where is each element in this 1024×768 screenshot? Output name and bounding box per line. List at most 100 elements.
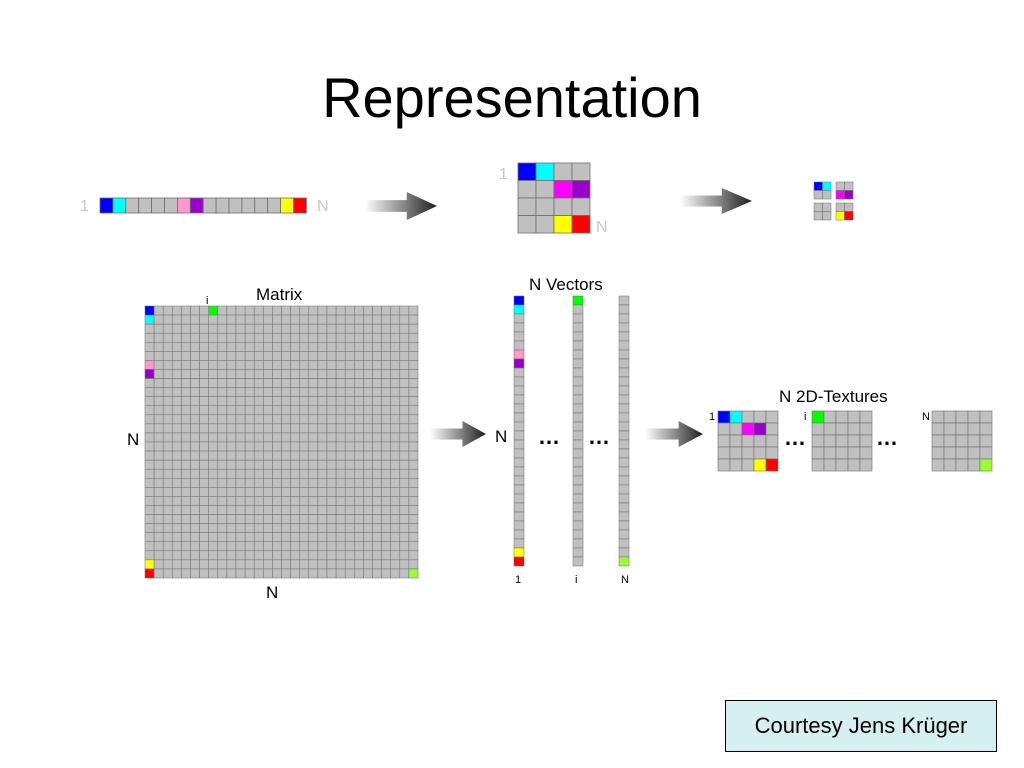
- matrix-grid-cell: [399, 450, 410, 461]
- matrix-grid-cell: [217, 541, 228, 552]
- matrix-grid-cell: [372, 541, 382, 552]
- matrix-grid-cell: [335, 541, 346, 552]
- matrix-grid-cell: [335, 314, 346, 325]
- matrix-grid-cell: [244, 496, 255, 506]
- matrix-grid-cell: [244, 387, 255, 397]
- texture-i-cell: [847, 422, 861, 436]
- matrix-grid-cell: [381, 387, 391, 397]
- matrix-grid-cell: [344, 487, 355, 497]
- matrix-grid-cell: [181, 360, 191, 370]
- vector-n-cell: [618, 430, 630, 441]
- matrix-grid-cell: [381, 351, 391, 361]
- matrix-grid-cell: [408, 351, 419, 361]
- matrix-grid-cell: [354, 432, 364, 443]
- texture-i-cell: [811, 410, 825, 424]
- matrix-grid-cell: [317, 541, 328, 552]
- matrix-grid-cell: [172, 496, 182, 506]
- matrix-grid-cell: [226, 514, 237, 524]
- matrix-grid-cell: [235, 478, 246, 488]
- matrix-grid-cell: [335, 405, 346, 416]
- matrix-grid-cell: [372, 505, 382, 515]
- top-grid-cell: [535, 197, 555, 216]
- matrix-grid-cell: [253, 351, 264, 361]
- matrix-grid-cell: [235, 523, 246, 533]
- vector-i-cell: [572, 340, 584, 351]
- matrix-grid-cell: [326, 323, 337, 334]
- matrix-grid-cell: [253, 450, 264, 461]
- matrix-grid-cell: [354, 541, 364, 552]
- matrix-grid-cell: [290, 405, 300, 416]
- matrix-grid-cell: [308, 450, 319, 461]
- matrix-grid-cell: [153, 450, 164, 461]
- matrix-grid-cell: [244, 550, 255, 561]
- matrix-grid-cell: [335, 568, 346, 579]
- vector-n-cell: [618, 493, 630, 504]
- matrix-grid-cell: [235, 568, 246, 579]
- matrix-grid-cell: [208, 323, 219, 334]
- matrix-grid-cell: [381, 414, 391, 425]
- matrix-grid-cell: [199, 369, 209, 379]
- matrix-grid-cell: [354, 351, 364, 361]
- matrix-grid-cell: [381, 423, 391, 434]
- matrix-grid-cell: [344, 496, 355, 506]
- matrix-grid-cell: [272, 459, 282, 470]
- matrix-grid-cell: [299, 532, 310, 542]
- matrix-grid-cell: [281, 523, 291, 533]
- matrix-grid-cell: [253, 459, 264, 470]
- matrix-grid-cell: [253, 478, 264, 488]
- matrix-grid-cell: [344, 332, 355, 343]
- matrix-grid-cell: [326, 496, 337, 506]
- matrix-grid-cell: [172, 351, 182, 361]
- matrix-grid-cell: [153, 559, 164, 570]
- vectors-ellipsis-2: …: [588, 424, 611, 449]
- strip-end-label: N: [317, 198, 329, 215]
- vector-n-cell: [618, 475, 630, 486]
- matrix-grid-cell: [226, 568, 237, 579]
- matrix-grid-cell: [208, 468, 219, 479]
- matrix-grid-cell: [372, 550, 382, 561]
- vector-i-cell: [572, 547, 584, 558]
- vector-1-cell: [513, 466, 525, 477]
- vector-i: [572, 295, 584, 567]
- matrix-grid-cell: [153, 342, 164, 352]
- matrix-grid-cell: [363, 459, 373, 470]
- matrix-grid-cell: [244, 305, 255, 316]
- matrix-grid-cell: [399, 323, 410, 334]
- matrix-grid-cell: [299, 468, 310, 479]
- matrix-grid-cell: [299, 332, 310, 343]
- matrix-grid-cell: [372, 478, 382, 488]
- matrix-grid-cell: [144, 514, 155, 524]
- matrix-grid-cell: [253, 559, 264, 570]
- matrix-grid-cell: [162, 505, 173, 515]
- texture-n-cell: [967, 434, 981, 448]
- matrix-grid-cell: [263, 396, 273, 406]
- matrix-grid-cell: [381, 523, 391, 533]
- matrix-grid-cell: [354, 423, 364, 434]
- vector-n-cell: [618, 556, 630, 567]
- matrix-grid-cell: [326, 505, 337, 515]
- matrix-grid-cell: [217, 414, 228, 425]
- matrix-grid-cell: [381, 514, 391, 524]
- matrix-grid-cell: [208, 332, 219, 343]
- matrix-grid-cell: [317, 505, 328, 515]
- matrix-grid-cell: [281, 405, 291, 416]
- matrix-grid-cell: [317, 550, 328, 561]
- matrix-grid-cell: [344, 550, 355, 561]
- matrix-grid-cell: [181, 559, 191, 570]
- matrix-grid-cell: [344, 314, 355, 325]
- matrix-grid-cell: [299, 459, 310, 470]
- matrix-grid-cell: [263, 459, 273, 470]
- matrix-grid-cell: [335, 487, 346, 497]
- matrix-grid-cell: [390, 550, 401, 561]
- matrix-grid-cell: [144, 478, 155, 488]
- matrix-grid-cell: [162, 487, 173, 497]
- vector-i-cell: [572, 493, 584, 504]
- matrix-grid-cell: [199, 342, 209, 352]
- matrix-grid-cell: [235, 360, 246, 370]
- matrix-grid-cell: [335, 559, 346, 570]
- matrix-grid-cell: [299, 505, 310, 515]
- matrix-grid-cell: [308, 459, 319, 470]
- matrix-grid-cell: [190, 414, 200, 425]
- matrix-grid-cell: [244, 441, 255, 452]
- matrix-grid-cell: [363, 378, 373, 388]
